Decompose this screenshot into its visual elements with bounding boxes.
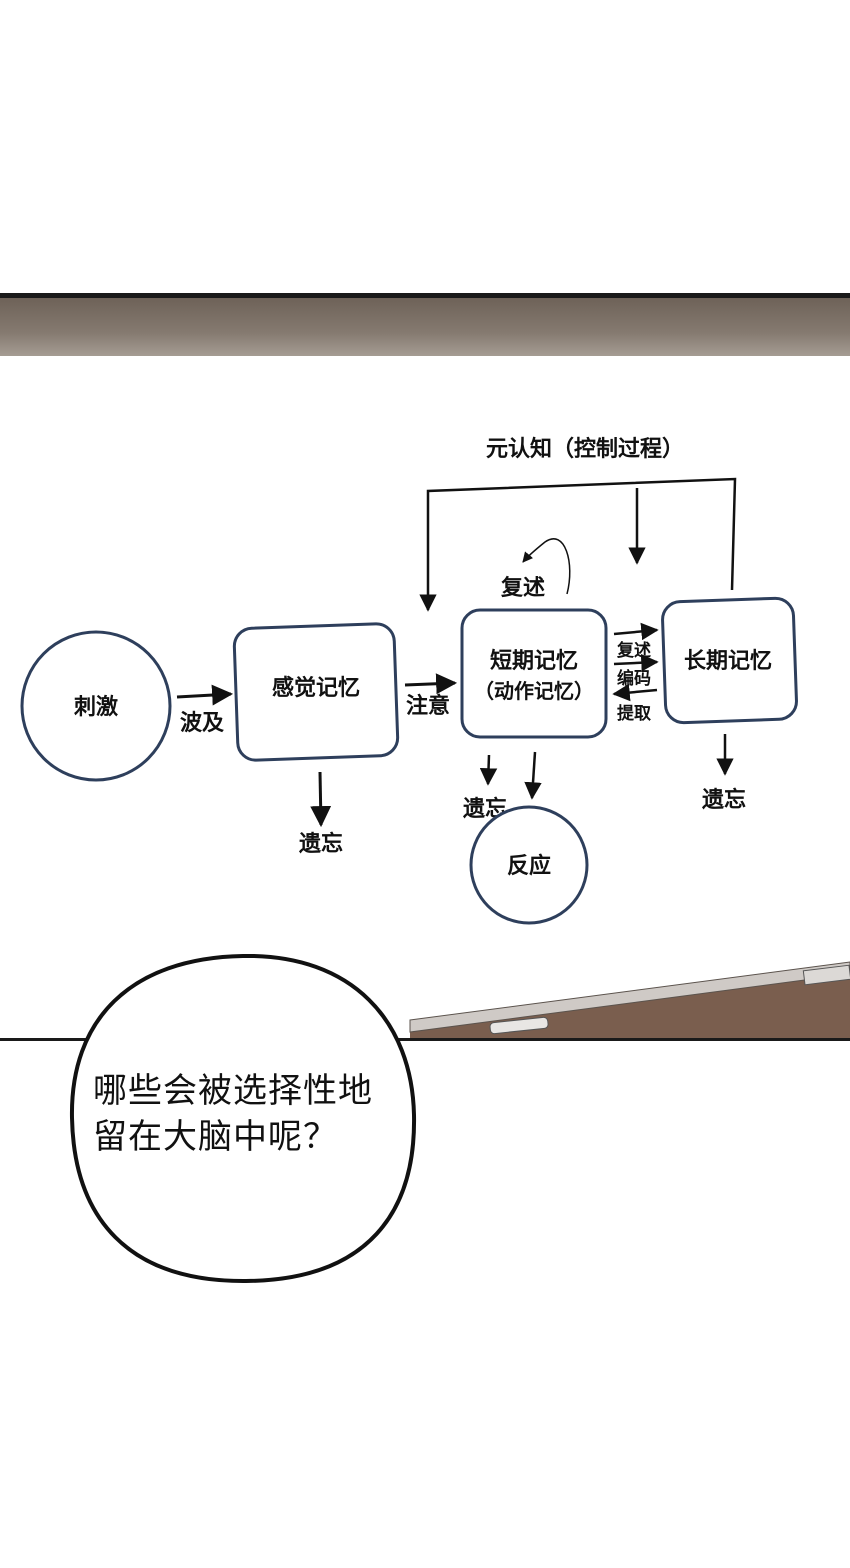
stimulus-node: [20, 630, 172, 782]
long-term-memory-node: [661, 596, 798, 725]
short-term-memory-node: [460, 608, 608, 739]
retrieve-label: 提取: [617, 704, 651, 724]
long-term-memory-label: 长期记忆: [684, 648, 772, 674]
attention-arrow: [404, 673, 458, 695]
encode-arrow: [613, 653, 659, 672]
short-term-memory-label: 短期记忆: [490, 648, 578, 674]
retrieve-arrow: [612, 683, 658, 702]
speech-bubble-text: 哪些会被选择性地 留在大脑中呢？: [93, 1071, 373, 1157]
rehearsal-loop-arrow: [522, 538, 571, 595]
response-arrow: [524, 751, 542, 800]
rehearsal-loop-label: 复述: [500, 575, 545, 601]
affect-arrow: [176, 684, 234, 706]
metacognition-label: 元认知（控制过程）: [486, 436, 684, 462]
response-node: [469, 805, 589, 925]
rehearse-label: 复述: [616, 640, 651, 661]
sensory-memory-node: [232, 622, 400, 762]
affect-label: 波及: [180, 710, 225, 736]
forget-long-label: 遗忘: [701, 787, 746, 813]
whiteboard-marker: [489, 1016, 549, 1035]
stimulus-label: 刺激: [74, 694, 118, 720]
whiteboard-top-frame: [0, 298, 850, 356]
metacognition-bracket: [419, 477, 737, 612]
speech-bubble: [69, 953, 417, 1284]
response-label: 反应: [507, 853, 551, 879]
encode-label: 编码: [617, 668, 651, 689]
rehearse-arrow: [613, 622, 659, 641]
short-term-memory-sublabel: （动作记忆）: [474, 679, 594, 703]
attention-label: 注意: [406, 693, 450, 719]
memory-model-diagram: 元认知（控制过程） 复述 刺激 波及 感觉记忆 注意 短期记忆 （动作记忆） 复…: [20, 436, 850, 1038]
forget-sensory-arrow: [310, 771, 332, 828]
forget-short-arrow: [479, 754, 498, 786]
comic-panel: 元认知（控制过程） 复述 刺激 波及 感觉记忆 注意 短期记忆 （动作记忆） 复…: [0, 293, 850, 1041]
marker-tray-edge: [409, 961, 850, 1033]
forget-sensory-label: 遗忘: [298, 831, 343, 857]
sensory-memory-label: 感觉记忆: [272, 675, 360, 701]
